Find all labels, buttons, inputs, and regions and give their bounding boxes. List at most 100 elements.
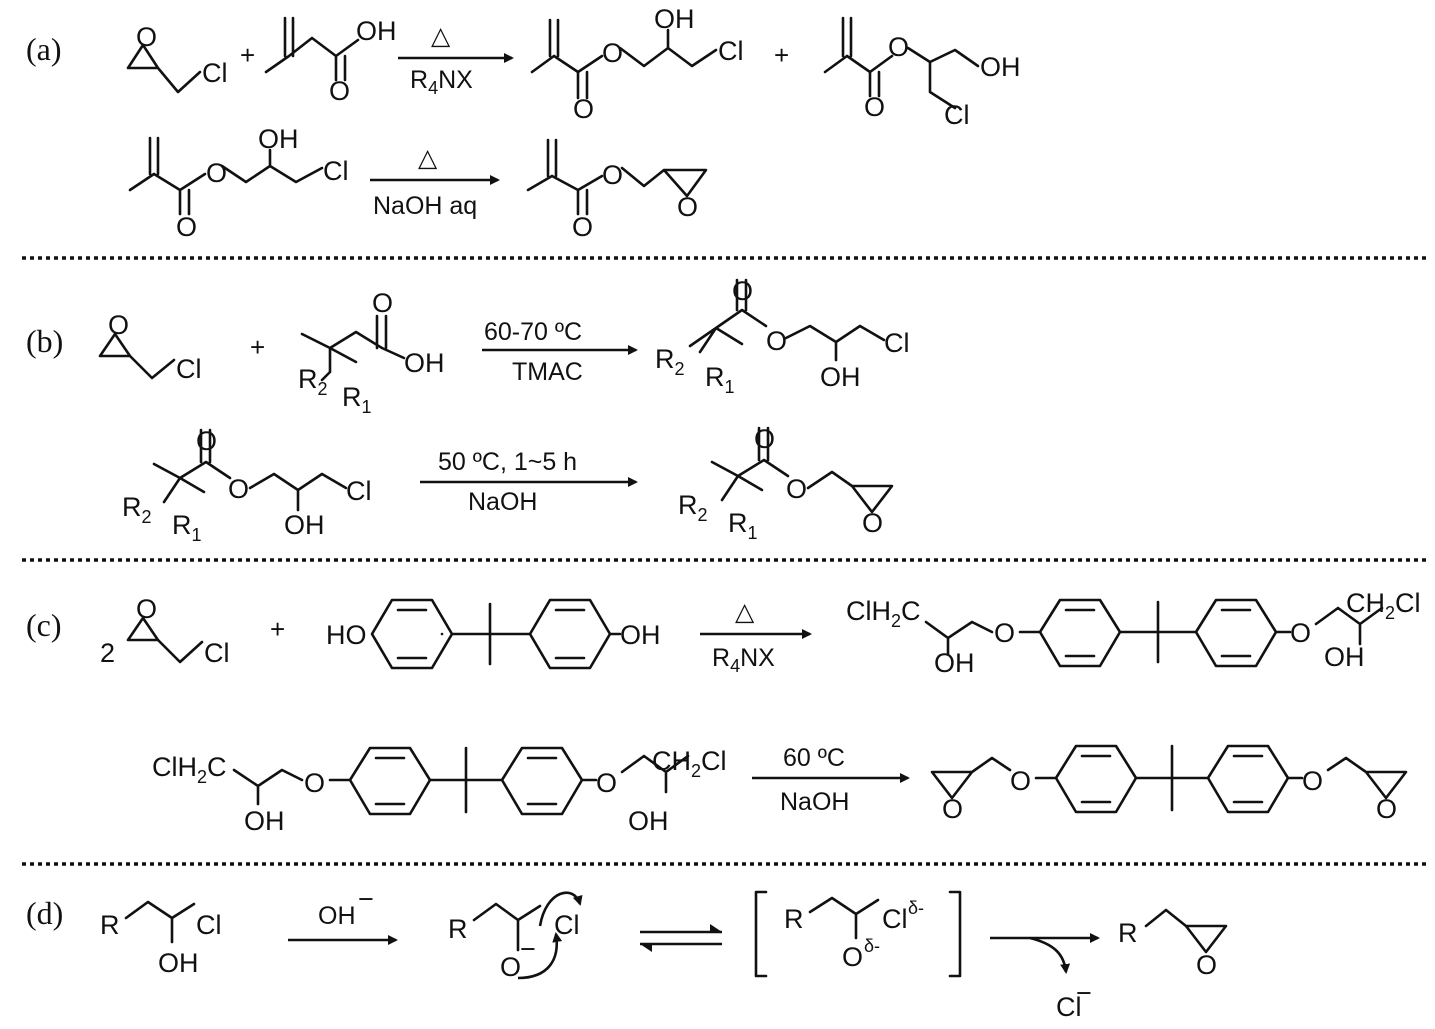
panel-b: (b) O Cl + O OH R2 R1 60-70 ºC TMAC O O …	[26, 276, 910, 545]
chlorohydrin-ester-reactant: O O OH Cl	[128, 124, 349, 242]
phenol-hydroxyl: HO	[326, 620, 367, 650]
base-condition: NaOH	[468, 488, 537, 516]
ester-oxygen: O	[602, 38, 623, 68]
plus-sign: +	[774, 40, 789, 70]
chlorine-label: Cl	[944, 100, 970, 130]
product-2-isomeric-ester: O O OH Cl	[823, 16, 1021, 130]
ester-oxygen: O	[206, 158, 227, 188]
epoxide-oxygen: O	[136, 594, 157, 624]
ester-oxygen: O	[602, 160, 623, 190]
ether-oxygen-left: O	[994, 618, 1015, 648]
heat-condition: △	[418, 144, 438, 172]
catalyst-condition: TMAC	[512, 358, 583, 386]
r-group: R	[100, 910, 120, 940]
panel-c-label: (c)	[26, 607, 62, 643]
methacrylic-acid: OH O	[264, 16, 397, 106]
panel-a-label: (a)	[26, 31, 62, 67]
chlorine-label: Cl	[554, 910, 580, 940]
stoichiometric-coefficient: 2	[100, 638, 115, 668]
ether-oxygen-left: O	[1010, 766, 1031, 796]
r-group: R	[1118, 918, 1138, 948]
hydroxide-reagent: OH	[318, 902, 356, 930]
carbonyl-oxygen: O	[573, 94, 594, 124]
hydroxyl-label-left: OH	[244, 806, 285, 836]
chloromethyl-label-left: ClH2C	[846, 596, 921, 631]
partial-charge-cl: δ-	[908, 898, 924, 918]
carbonyl-oxygen: O	[754, 424, 775, 454]
catalyst-condition: R4NX	[712, 644, 775, 676]
alkoxide-charge: −	[520, 934, 536, 964]
chlorohydrin-ester-b2: O O Cl OH R2 R1	[122, 426, 372, 545]
oxygen-label: O	[842, 942, 863, 972]
curved-arrow-cl	[538, 891, 583, 927]
chlorine-label: Cl	[204, 638, 230, 668]
alkoxide-oxygen: O	[500, 952, 521, 982]
carbonyl-oxygen: O	[176, 212, 197, 242]
ester-oxygen: O	[228, 474, 249, 504]
epoxide-oxygen: O	[136, 22, 157, 52]
alkoxide-intermediate: R Cl O −	[448, 891, 583, 982]
ether-oxygen-right: O	[1302, 766, 1323, 796]
panel-d: (d) R Cl OH OH − R Cl O −	[26, 884, 1228, 1022]
epoxide-oxygen: O	[1196, 950, 1217, 980]
phenol-hydroxyl: OH	[620, 620, 661, 650]
temperature-condition: 50 ºC, 1~5 h	[438, 448, 577, 476]
transition-state: R Cl δ- O δ-	[754, 890, 962, 978]
chlorine-label: Cl	[196, 910, 222, 940]
chlorohydrin-r: R Cl OH	[100, 900, 222, 978]
equilibrium-arrows	[640, 924, 722, 952]
partial-charge-o: δ-	[864, 936, 880, 956]
r2-substituent: R2	[122, 492, 152, 527]
hydroxyl-label: OH	[980, 52, 1021, 82]
r2-substituent: R2	[678, 490, 708, 525]
base-condition: NaOH	[780, 788, 849, 816]
panel-d-label: (d)	[26, 895, 63, 931]
epoxide-product: R O	[1118, 908, 1228, 980]
r1-substituent: R1	[728, 508, 758, 543]
hydroxyl-label: OH	[158, 948, 199, 978]
r-group: R	[784, 904, 804, 934]
carbonyl-oxygen: O	[732, 276, 753, 306]
heat-condition: △	[735, 598, 755, 626]
hydroxyl-label-right: OH	[628, 806, 669, 836]
plus-sign: +	[270, 614, 285, 644]
chloromethyl-label-left: ClH2C	[152, 752, 227, 787]
r1-substituent: R1	[705, 362, 735, 397]
hydroxyl-label: OH	[356, 16, 397, 46]
chlorine-label: Cl	[884, 328, 910, 358]
ether-oxygen-right: O	[596, 768, 617, 798]
ester-oxygen: O	[766, 326, 787, 356]
epoxide-oxygen: O	[108, 310, 129, 340]
carbonyl-oxygen: O	[572, 212, 593, 242]
glycidyl-methacrylate: O O O	[526, 138, 708, 242]
chloride-ion: Cl	[1056, 992, 1082, 1022]
bis-chlorohydrin-ether: ClH2C OH O O CH2Cl OH	[846, 588, 1421, 678]
r2-substituent: R2	[298, 364, 328, 399]
carbonyl-oxygen: O	[329, 76, 350, 106]
hydroxyl-label-left: OH	[934, 648, 975, 678]
ester-oxygen: O	[786, 474, 807, 504]
epoxide-oxygen: O	[862, 508, 883, 538]
base-condition: NaOH aq	[373, 192, 477, 220]
chloride-charge: −	[1076, 978, 1092, 1008]
carboxylic-acid: O OH R2 R1	[298, 288, 445, 417]
bisphenol-a: HO OH	[326, 598, 661, 670]
panel-c: (c) 2 O Cl + HO OH △ R4NX ClH2C OH O O C…	[26, 588, 1421, 836]
leaving-group-arrow	[1029, 936, 1071, 974]
carbonyl-oxygen: O	[864, 92, 885, 122]
chlorine-label: Cl	[882, 904, 908, 934]
chlorine-label: Cl	[718, 36, 744, 66]
epoxide-oxygen: O	[677, 192, 698, 222]
ether-oxygen-right: O	[1290, 618, 1311, 648]
temperature-condition: 60-70 ºC	[484, 318, 582, 346]
temperature-condition: 60 ºC	[783, 744, 845, 772]
hydroxyl-label: OH	[654, 4, 695, 34]
panel-a: (a) O Cl + OH O △ R4NX O O OH Cl +	[26, 4, 1021, 242]
product-1-chlorohydrin-ester: O O OH Cl	[530, 4, 744, 124]
bisphenol-a-diglycidyl-ether: O O O O	[930, 744, 1408, 824]
plus-sign: +	[240, 40, 255, 70]
r-group: R	[448, 914, 468, 944]
heat-condition: △	[431, 22, 451, 50]
hydroxyl-label: OH	[820, 362, 861, 392]
